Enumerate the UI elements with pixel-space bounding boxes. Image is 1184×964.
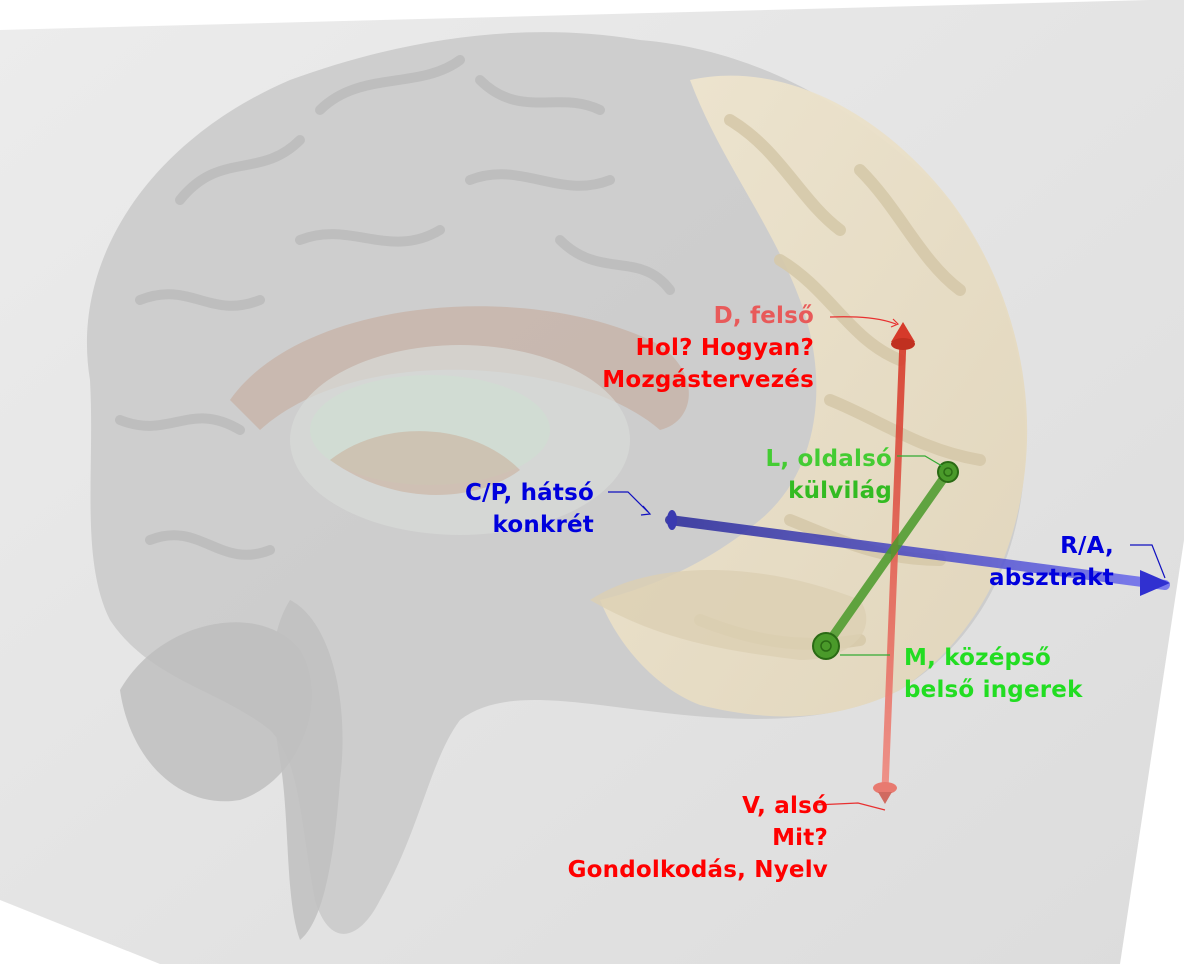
lateral-label-line1: L, oldalsó [766, 443, 892, 475]
lateral-label: L, oldalsó külvilág [766, 443, 892, 507]
arrow-axis-icon [667, 510, 677, 530]
rostral-label: R/A, absztrakt [989, 530, 1114, 594]
lateral-label-line2: külvilág [766, 475, 892, 507]
dorsal-label-line2: Hol? Hogyan? [602, 332, 814, 364]
caudal-label-line1: C/P, hátsó [465, 477, 594, 509]
caudal-label: C/P, hátsó konkrét [465, 477, 594, 541]
dorsal-label-line3: Mozgástervezés [602, 364, 814, 396]
rostral-label-line2: absztrakt [989, 562, 1114, 594]
arrow-axis-icon [813, 633, 839, 659]
caudal-label-line2: konkrét [465, 509, 594, 541]
ventral-label-line2: Mit? [568, 822, 828, 854]
medial-label-line2: belső ingerek [904, 674, 1083, 706]
rostral-label-line1: R/A, [989, 530, 1114, 562]
ventral-label-line1: V, alsó [568, 790, 828, 822]
ventral-label: V, alsó Mit? Gondolkodás, Nyelv [568, 790, 828, 886]
dorsal-label-line1: D, felső [602, 300, 814, 332]
medial-label: M, középső belső ingerek [904, 642, 1083, 706]
ventral-label-line3: Gondolkodás, Nyelv [568, 854, 828, 886]
medial-label-line1: M, középső [904, 642, 1083, 674]
dorsal-label: D, felső Hol? Hogyan? Mozgástervezés [602, 300, 814, 396]
